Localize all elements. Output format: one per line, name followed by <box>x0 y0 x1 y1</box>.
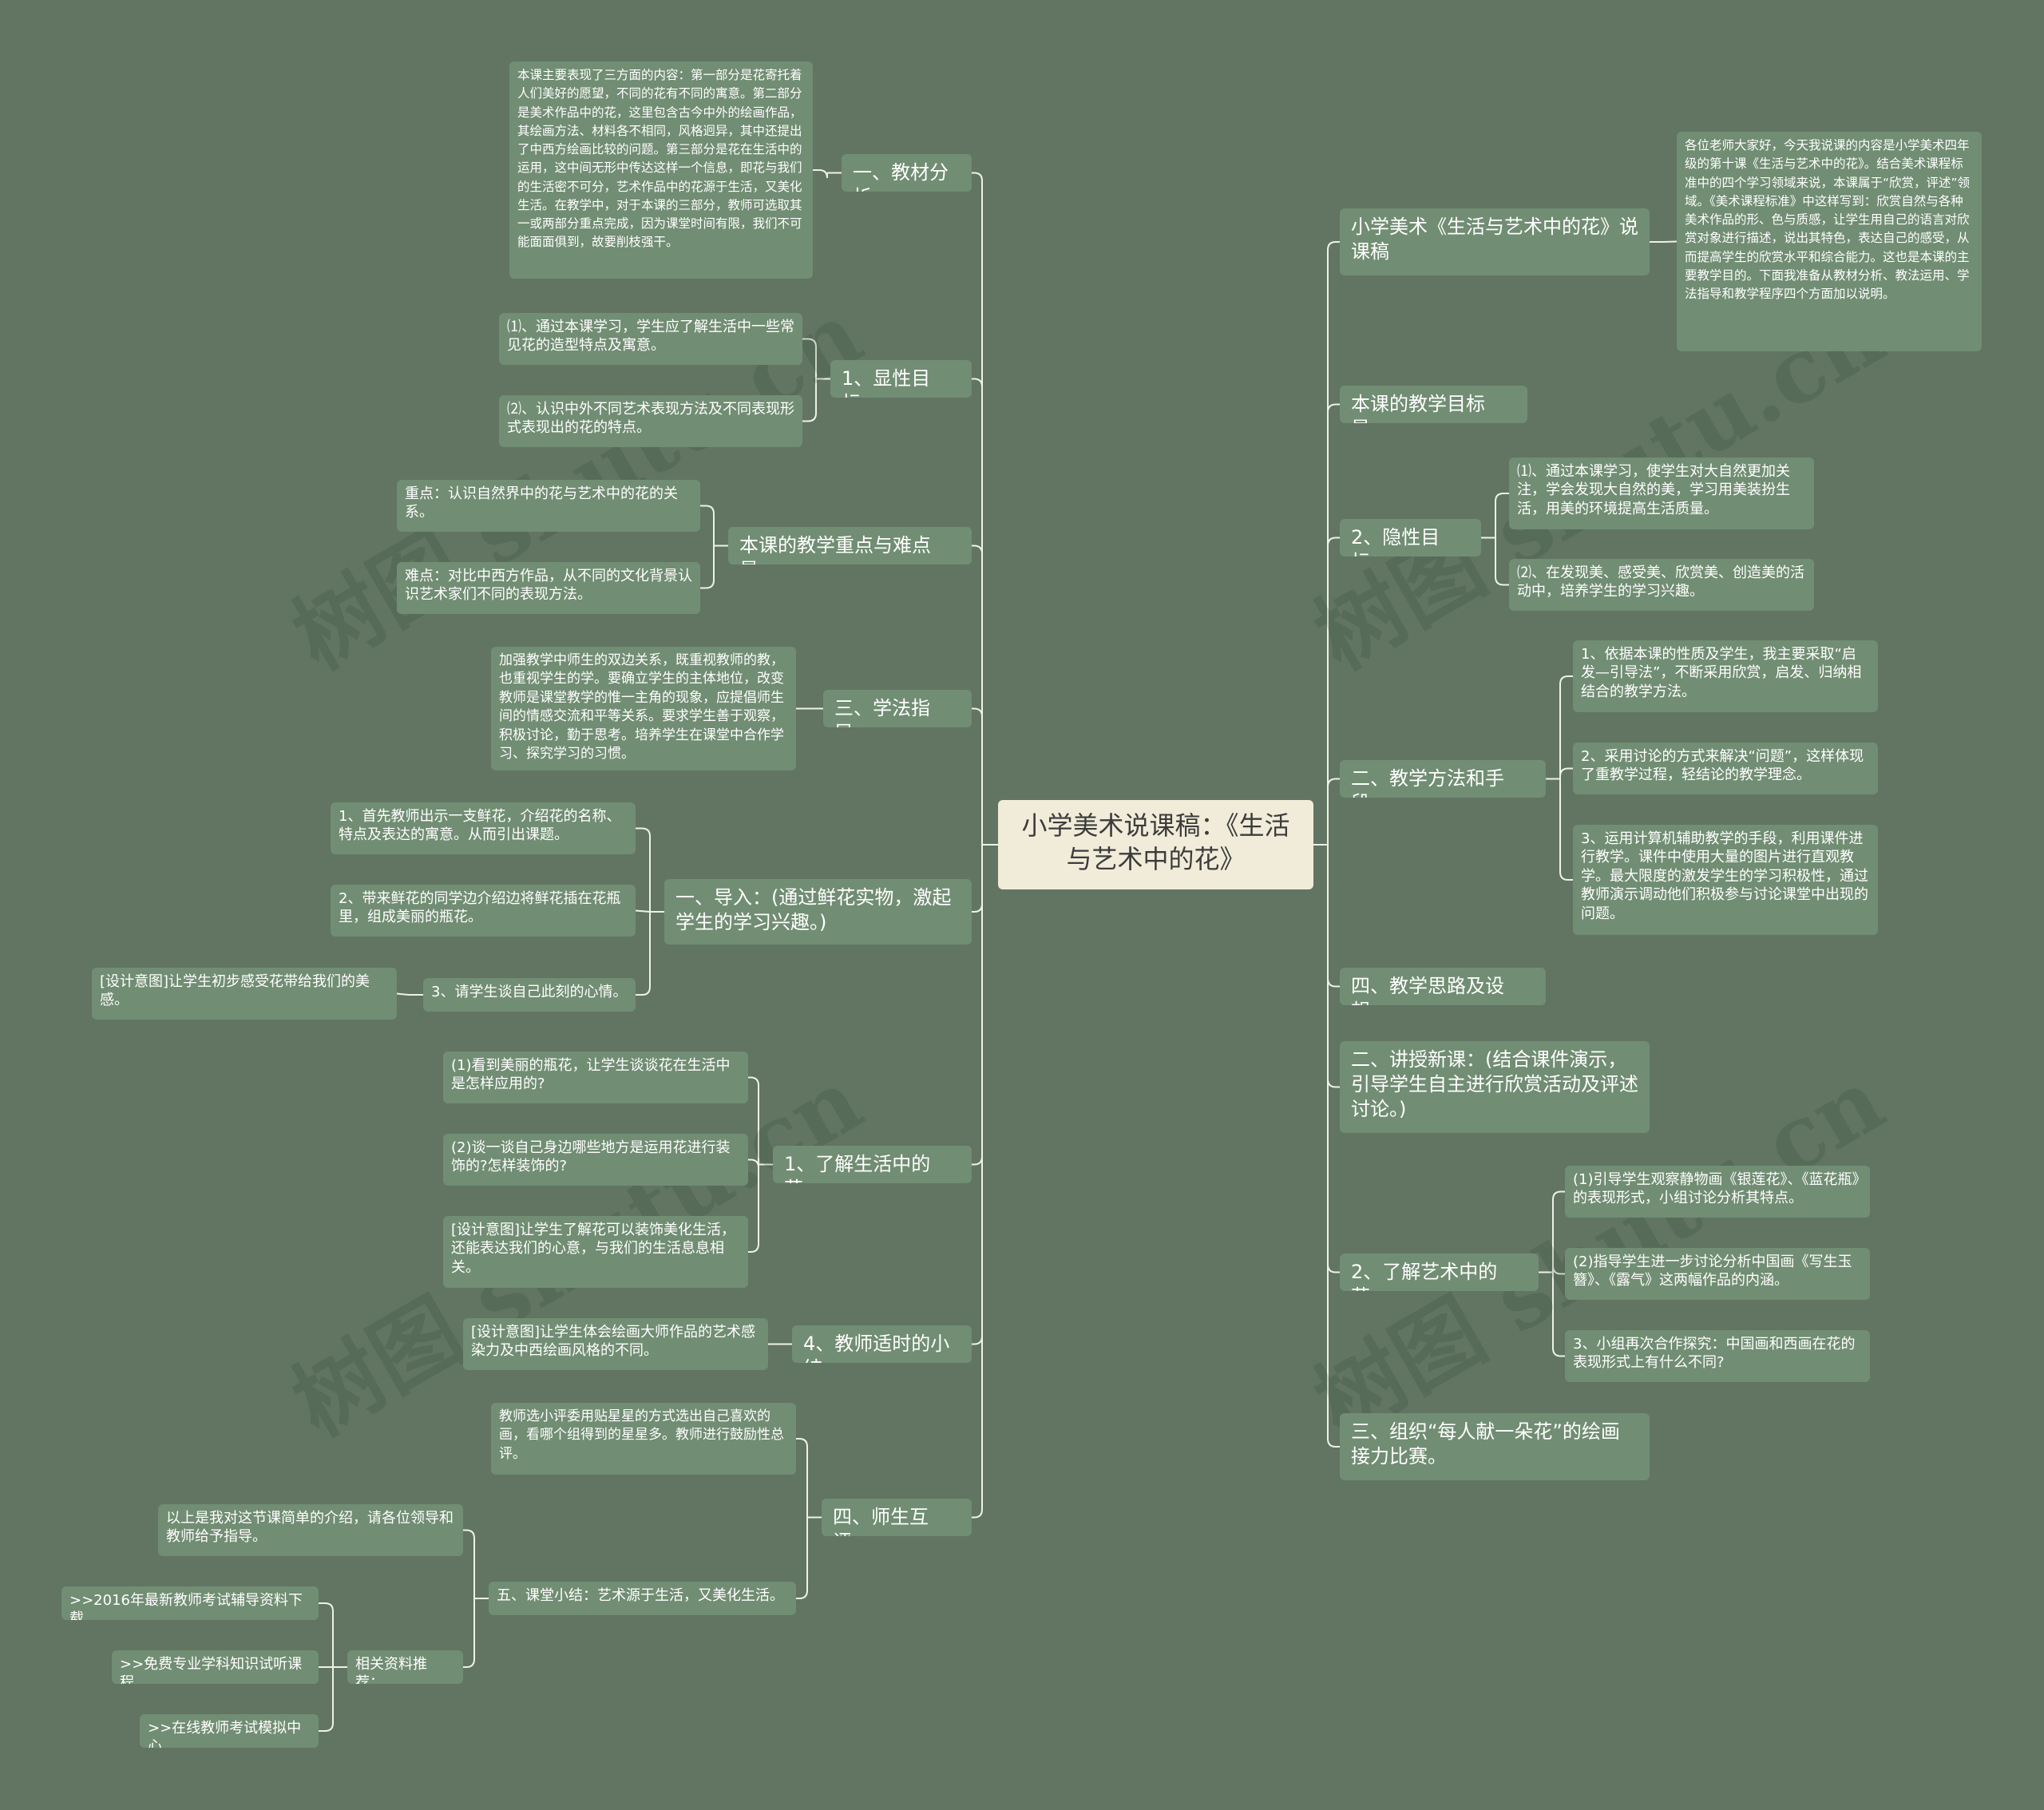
connector-line <box>972 845 983 1166</box>
connector-line <box>1327 845 1340 988</box>
connector-line <box>1495 493 1509 538</box>
root-topic[interactable]: 小学美术说课稿：《生活与艺术中的花》 <box>998 800 1313 889</box>
connector-line <box>972 845 983 913</box>
topic-shisheng-huping[interactable]: 四、师生互评： <box>822 1499 972 1536</box>
note-shenghuo-1[interactable]: (1)看到美丽的瓶花，让学生谈谈花在生活中是怎样应用的? <box>443 1052 748 1103</box>
topic-jiangshou-xinke[interactable]: 二、讲授新课：(结合课件演示，引导学生自主进行欣赏活动及评述讨论。) <box>1340 1041 1650 1133</box>
note-fangfa-3[interactable]: 3、运用计算机辅助教学的手段，利用课件进行教学。课件中使用大量的图片进行直观教学… <box>1573 825 1878 935</box>
connector-line <box>972 845 983 1345</box>
topic-jiaoshi-xiaojie[interactable]: 4、教师适时的小结 <box>792 1325 972 1363</box>
connector-line <box>319 1667 334 1732</box>
note-yinxing-1[interactable]: ⑴、通过本课学习，使学生对大自然更加关注，学会发现大自然的美，学习用美装扮生活，… <box>1509 457 1814 529</box>
topic-jiaoxue-silu[interactable]: 四、教学思路及设想： <box>1340 968 1546 1005</box>
note-shuokegao[interactable]: 各位老师大家好，今天我说课的内容是小学美术四年级的第十课《生活与艺术中的花》。结… <box>1677 132 1982 351</box>
note-ketang-xiaojie[interactable]: 五、课堂小结：艺术源于生活，又美化生活。 <box>489 1582 796 1615</box>
connector-line <box>1552 1272 1565 1357</box>
topic-shuokegao[interactable]: 小学美术《生活与艺术中的花》说课稿 <box>1340 208 1650 275</box>
connector-line <box>972 172 983 845</box>
note-xianxing-2[interactable]: ⑵、认识中外不同艺术表现方法及不同表现形式表现出的花的特点。 <box>499 395 802 447</box>
note-yishu-2[interactable]: (2)指导学生进一步讨论分析中国画《写生玉簪》、《露气》这两幅作品的内涵。 <box>1565 1248 1870 1300</box>
connector-line <box>796 1517 808 1599</box>
topic-daoru[interactable]: 一、导入：(通过鲜花实物，激起学生的学习兴趣。) <box>664 879 972 945</box>
connector-line <box>396 992 410 996</box>
connector-line <box>635 909 651 913</box>
topic-yinxing-mubiao[interactable]: 2、隐性目标： <box>1340 519 1481 556</box>
connector-line <box>1327 845 1340 1273</box>
note-ziliao-tuijian[interactable]: 相关资料推荐： <box>347 1650 463 1684</box>
connector-line <box>700 505 715 546</box>
connector-line <box>972 707 983 845</box>
topic-jiaoxue-fangfa[interactable]: 二、教学方法和手段： <box>1340 760 1546 798</box>
connector-line <box>1663 240 1678 243</box>
topic-xianxing-mubiao[interactable]: 1、显性目标： <box>830 360 972 398</box>
topic-jiaoxue-mubiao[interactable]: 本课的教学目标是： <box>1340 386 1527 423</box>
note-xuefa-zhidao[interactable]: 加强教学中师生的双边关系，既重视教师的教，也重视学生的学。要确立学生的主体地位，… <box>491 647 796 770</box>
connector-line <box>1495 537 1509 586</box>
note-zhongdian[interactable]: 重点：认识自然界中的花与艺术中的花的关系。 <box>397 480 700 532</box>
note-yishu-1[interactable]: (1)引导学生观察静物画《银莲花》、《蓝花瓶》的表现形式，小组讨论分析其特点。 <box>1565 1166 1870 1218</box>
connector-line <box>1327 241 1340 845</box>
link-moni-zhongxin[interactable]: >>在线教师考试模拟中心 <box>140 1714 319 1748</box>
topic-xuefa-zhidao[interactable]: 三、学法指导： <box>823 690 972 727</box>
connector-line <box>1327 537 1340 845</box>
topic-liaojie-yishu[interactable]: 2、了解艺术中的花。 <box>1340 1254 1539 1291</box>
connector-line <box>1552 1265 1565 1275</box>
connector-line <box>972 378 983 845</box>
connector-line <box>748 1076 759 1165</box>
connector-line <box>802 338 817 379</box>
connector-line <box>463 1529 475 1598</box>
note-daoru-2[interactable]: 2、带来鲜花的同学边介绍边将鲜花插在花瓶里，组成美丽的瓶花。 <box>331 885 636 937</box>
topic-jiaocai-fenxi[interactable]: 一、教材分析 <box>842 154 972 192</box>
note-daoru-design[interactable]: [设计意图]让学生初步感受花带给我们的美感。 <box>92 968 397 1020</box>
connector-line <box>748 1164 759 1253</box>
note-daoru-3[interactable]: 3、请学生谈自己此刻的心情。 <box>423 978 636 1012</box>
note-yishu-3[interactable]: 3、小组再次合作探究：中国画和西画在花的表现形式上有什么不同? <box>1565 1330 1870 1382</box>
topic-huihua-jieli[interactable]: 三、组织“每人献一朵花”的绘画接力比赛。 <box>1340 1413 1650 1480</box>
note-fangfa-1[interactable]: 1、依据本课的性质及学生，我主要采取“启发—引导法”，不断采用欣赏，启发、归纳相… <box>1573 640 1878 712</box>
connector-line <box>1327 403 1340 845</box>
note-xianxing-1[interactable]: ⑴、通过本课学习，学生应了解生活中一些常见花的造型特点及寓意。 <box>499 313 802 365</box>
link-ziliao-xiazai[interactable]: >>2016年最新教师考试辅导资料下载 <box>61 1586 319 1620</box>
connector-line <box>1559 767 1573 779</box>
connector-line <box>463 1598 475 1668</box>
connector-line <box>319 1602 334 1667</box>
connector-line <box>1559 778 1573 881</box>
link-shiting-kecheng[interactable]: >>免费专业学科知识试听课程 <box>112 1650 319 1684</box>
topic-zhongdian-nandian[interactable]: 本课的教学重点与难点是： <box>728 527 972 564</box>
connector-line <box>972 845 983 1519</box>
connector-line <box>796 1438 808 1518</box>
connector-line <box>1559 675 1573 779</box>
connector-line <box>1552 1190 1565 1273</box>
note-jiaocai-fenxi[interactable]: 本课主要表现了三方面的内容：第一部分是花寄托着人们美好的愿望，不同的花有不同的寓… <box>509 61 813 279</box>
note-yinxing-2[interactable]: ⑵、在发现美、感受美、欣赏美、创造美的活动中，培养学生的学习兴趣。 <box>1509 559 1814 611</box>
connector-line <box>636 827 651 912</box>
connector-line <box>1327 778 1340 845</box>
connector-line <box>636 912 651 996</box>
note-daoru-1[interactable]: 1、首先教师出示一支鲜花，介绍花的名称、特点及表达的寓意。从而引出课题。 <box>331 802 636 854</box>
note-jieshu[interactable]: 以上是我对这节课简单的介绍，请各位领导和教师给予指导。 <box>158 1504 463 1556</box>
note-shenghuo-design[interactable]: [设计意图]让学生了解花可以装饰美化生活，还能表达我们的心意，与我们的生活息息相… <box>443 1216 748 1288</box>
note-nandian[interactable]: 难点：对比中西方作品，从不同的文化背景认识艺术家们不同的表现方法。 <box>397 562 700 614</box>
connector-line <box>1327 845 1340 1088</box>
connector-line <box>813 169 828 179</box>
connector-line <box>748 1158 759 1168</box>
connector-line <box>1327 845 1340 1448</box>
connector-line <box>802 378 817 422</box>
connector-line <box>700 545 715 589</box>
connector-line <box>972 545 983 845</box>
note-fangfa-2[interactable]: 2、采用讨论的方式来解决“问题”，这样体现了重教学过程，轻结论的教学理念。 <box>1573 743 1878 794</box>
note-shenghuo-2[interactable]: (2)谈一谈自己身边哪些地方是运用花进行装饰的?怎样装饰的? <box>443 1134 748 1186</box>
topic-liaojie-shenghuo[interactable]: 1、了解生活中的花。 <box>773 1146 972 1183</box>
note-xiaojie-design[interactable]: [设计意图]让学生体会绘画大师作品的艺术感染力及中西绘画风格的不同。 <box>463 1318 768 1370</box>
note-huping[interactable]: 教师选小评委用贴星星的方式选出自己喜欢的画，看哪个组得到的星星多。教师进行鼓励性… <box>491 1403 796 1475</box>
